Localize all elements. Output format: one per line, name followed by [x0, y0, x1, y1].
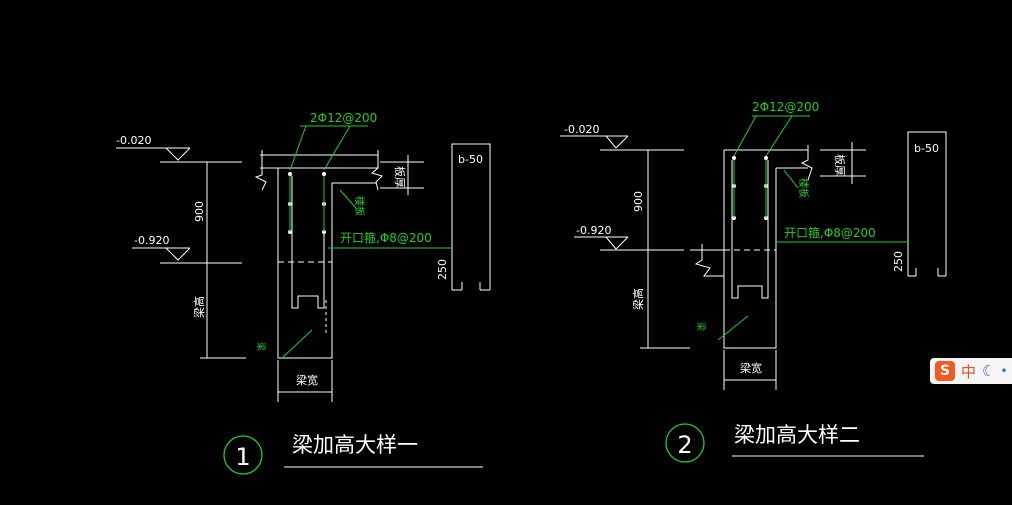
beam-label-2: 梁 — [695, 322, 707, 331]
dim-900-1: 900 — [193, 201, 206, 222]
beam-width-label-1: 梁宽 — [296, 373, 318, 387]
dim-250-2: 250 — [892, 251, 905, 272]
stirrup-label-2: 开口箍,Φ8@200 — [784, 225, 876, 240]
dim-b50-1: b-50 — [458, 153, 483, 166]
detail-number-circle-2 — [665, 423, 705, 463]
detail-title-2: 2 梁加高大样二 — [665, 423, 924, 463]
slab-thickness-dim-2: 板厚 — [820, 142, 866, 184]
beam-width-dim-2: 梁宽 — [723, 350, 777, 390]
rebar-top-label-1: 2Φ12@200 — [310, 111, 377, 125]
elevation-bottom-label-1: -0.920 — [134, 234, 169, 247]
beam-height-label-2: 梁高 — [631, 288, 645, 310]
slab-thickness-label-1: 板厚 — [393, 166, 407, 188]
stirrup-label-1: 开口箍,Φ8@200 — [340, 230, 432, 245]
dim-900-2: 900 — [632, 191, 645, 212]
annotations-1: 2Φ12@200 开口箍,Φ8@200 楼板 梁 — [255, 111, 452, 359]
detail-title-1: 1 梁加高大样一 — [223, 433, 483, 475]
dim-250-1: 250 — [436, 259, 449, 280]
rebar-top-label-2: 2Φ12@200 — [752, 100, 819, 114]
detail-number-circle-1 — [223, 435, 263, 475]
elevation-bottom-label-2: -0.920 — [576, 224, 611, 237]
ime-toolbar[interactable]: S 中 ☾ • — [930, 358, 1012, 384]
elevation-top-label-2: -0.020 — [564, 123, 599, 136]
wall-2: b-50 250 — [892, 131, 947, 277]
detail-number-1: 1 — [235, 443, 250, 471]
beam-outline-2 — [690, 145, 813, 349]
detail-2: -0.020 -0.920 900 梁高 — [560, 100, 947, 463]
wall-1: b-50 250 — [436, 143, 491, 291]
elevation-bottom-mark-1: -0.920 — [132, 234, 242, 264]
moon-icon[interactable]: ☾ — [982, 362, 996, 380]
elevation-top-label-1: -0.020 — [116, 134, 151, 147]
slab-thickness-dim-1: 板厚 — [380, 155, 424, 195]
dim-b50-2: b-50 — [914, 142, 939, 155]
elevation-top-mark-2: -0.020 — [560, 123, 684, 151]
slab-thickness-label-2: 板厚 — [833, 154, 847, 176]
beam-outline-1 — [277, 168, 344, 359]
detail-title-text-2: 梁加高大样二 — [734, 423, 860, 447]
detail-number-2: 2 — [677, 431, 692, 459]
beam-width-dim-1: 梁宽 — [277, 360, 333, 402]
elevation-top-mark-1: -0.020 — [116, 134, 242, 163]
beam-width-label-2: 梁宽 — [740, 361, 762, 375]
punctuation-icon[interactable]: • — [1000, 364, 1008, 378]
slab-label-2: 楼板 — [797, 178, 810, 198]
slab-label-1: 楼板 — [353, 196, 366, 216]
rebar-dots-2 — [732, 156, 768, 220]
detail-title-text-1: 梁加高大样一 — [292, 433, 418, 457]
annotations-2: 2Φ12@200 开口箍,Φ8@200 楼板 梁 — [695, 100, 908, 341]
beam-height-label-1: 梁高 — [192, 296, 206, 318]
slab-1 — [254, 150, 383, 191]
elevation-bottom-mark-2: -0.920 — [574, 224, 684, 251]
ime-language-toggle[interactable]: 中 — [961, 362, 977, 381]
rebar-dots-1 — [288, 172, 326, 234]
ime-logo-icon[interactable]: S — [935, 361, 955, 381]
beam-label-1: 梁 — [255, 342, 267, 351]
detail-1: -0.020 -0.920 900 梁高 — [116, 111, 491, 475]
